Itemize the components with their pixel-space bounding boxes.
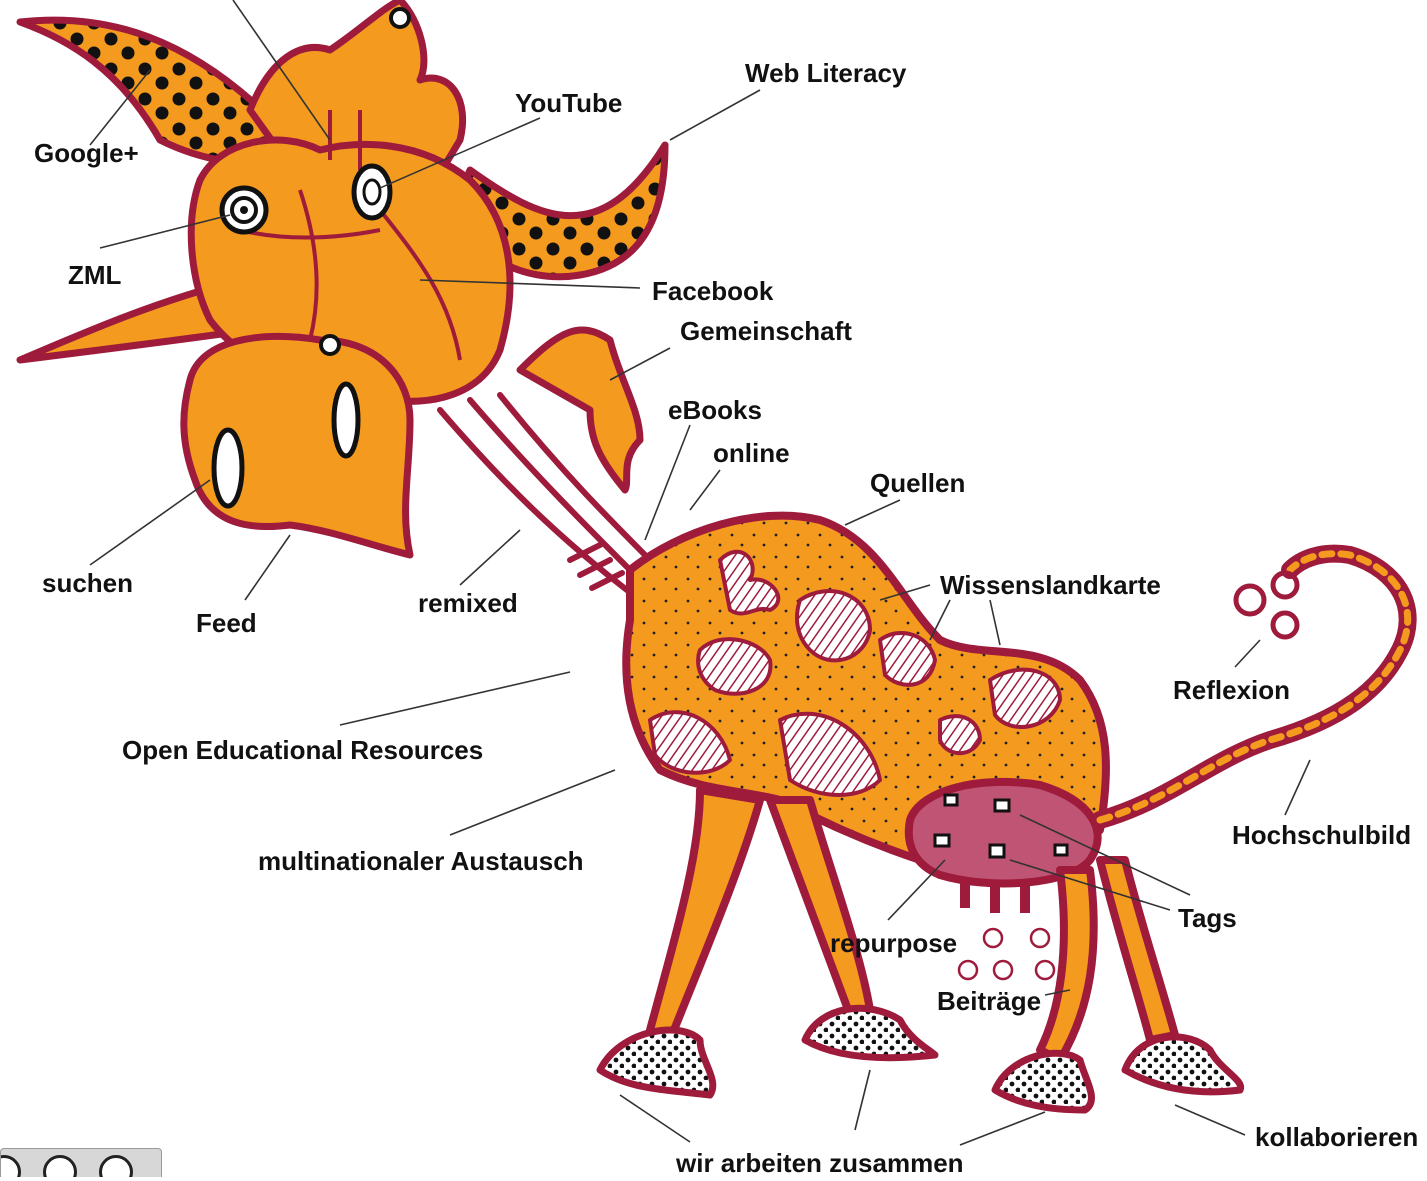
license-badge: [0, 1148, 162, 1177]
label-ebooks: eBooks: [668, 397, 762, 423]
label-suchen: suchen: [42, 570, 133, 596]
label-wir-arbeiten-zusammen: wir arbeiten zusammen: [676, 1150, 964, 1176]
eye-suchen: [214, 430, 242, 506]
label-gemeinschaft: Gemeinschaft: [680, 318, 852, 344]
milk-drops: [959, 929, 1054, 979]
sa-icon: [99, 1155, 133, 1177]
by-icon: [43, 1155, 77, 1177]
label-youtube: YouTube: [515, 90, 622, 116]
label-reflexion: Reflexion: [1173, 677, 1290, 703]
label-tags: Tags: [1178, 905, 1237, 931]
fin: [520, 330, 640, 490]
label-online: online: [713, 440, 790, 466]
label-facebook: Facebook: [652, 278, 773, 304]
eye-right-face: [334, 384, 358, 456]
label-quellen: Quellen: [870, 470, 965, 496]
label-kollaborieren: kollaborieren: [1255, 1124, 1418, 1150]
label-multinational: multinationaler Austausch: [258, 848, 584, 874]
label-google-plus: Google+: [34, 140, 139, 166]
label-repurpose: repurpose: [830, 930, 957, 956]
label-feed: Feed: [196, 610, 257, 636]
label-beitraege: Beiträge: [937, 988, 1041, 1014]
label-oer: Open Educational Resources: [122, 737, 483, 763]
label-web-literacy: Web Literacy: [745, 60, 906, 86]
label-wissenslandkarte: Wissenslandkarte: [940, 572, 1161, 598]
cc-icon: [0, 1155, 21, 1177]
label-remixed: remixed: [418, 590, 518, 616]
label-hochschulbildung: Hochschulbild: [1232, 822, 1411, 848]
label-zml: ZML: [68, 262, 121, 288]
